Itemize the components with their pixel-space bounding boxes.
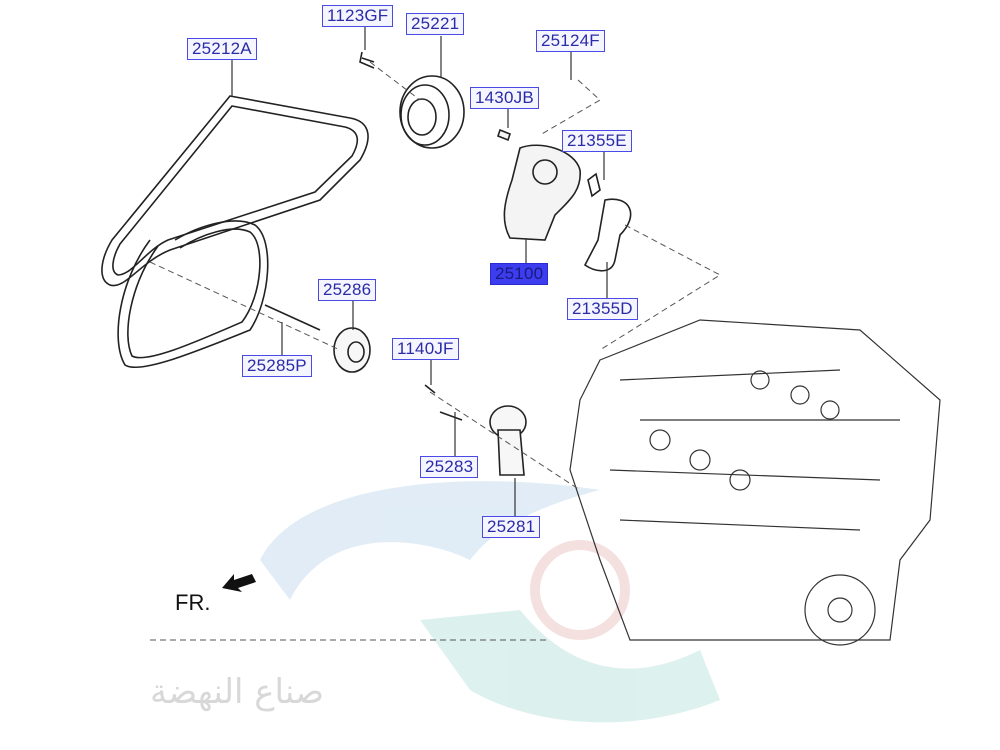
callout-1123GF[interactable]: 1123GF bbox=[322, 5, 394, 27]
front-marker-label: FR. bbox=[175, 590, 211, 615]
drive-belt-drawing bbox=[101, 95, 369, 369]
callout-25285P[interactable]: 25285P bbox=[242, 355, 312, 377]
callout-25212A[interactable]: 25212A bbox=[187, 38, 257, 60]
callout-25100-selected[interactable]: 25100 bbox=[490, 263, 549, 285]
callout-25281[interactable]: 25281 bbox=[482, 516, 541, 538]
leader-lines bbox=[231, 26, 608, 516]
watermark-text: صناع النهضة bbox=[150, 672, 325, 712]
dashed-lines bbox=[149, 61, 722, 641]
callout-1140JF[interactable]: 1140JF bbox=[392, 338, 459, 360]
pulley-drawing bbox=[359, 51, 465, 149]
idler-tensioner-drawing bbox=[264, 304, 527, 476]
callout-25221[interactable]: 25221 bbox=[406, 13, 465, 35]
engine-drawing bbox=[569, 319, 941, 646]
callout-1430JB[interactable]: 1430JB bbox=[470, 87, 539, 109]
callout-21355D[interactable]: 21355D bbox=[567, 298, 638, 320]
callout-25286[interactable]: 25286 bbox=[318, 279, 377, 301]
callout-25124F[interactable]: 25124F bbox=[536, 30, 605, 52]
callout-25283[interactable]: 25283 bbox=[420, 456, 479, 478]
water-pump-drawing bbox=[497, 128, 632, 272]
callout-21355E[interactable]: 21355E bbox=[562, 130, 632, 152]
front-arrow-icon bbox=[222, 574, 256, 592]
